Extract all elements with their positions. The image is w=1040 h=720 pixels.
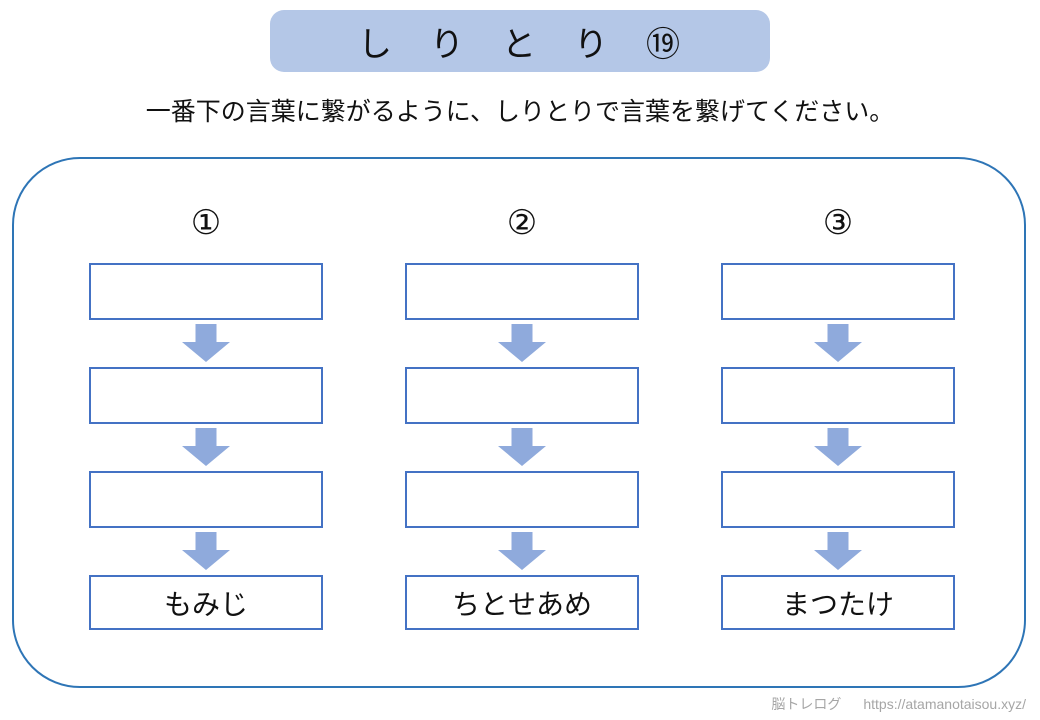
footer-url: https://atamanotaisou.xyz/ [863,696,1026,712]
goal-word-box: もみじ [89,575,323,630]
down-arrow-icon [814,428,862,466]
word-input-box[interactable] [89,367,323,424]
down-arrow-icon [182,532,230,570]
goal-word-box: まつたけ [721,575,955,630]
goal-word: まつたけ [781,588,894,620]
down-arrow-icon [182,428,230,466]
goal-word: もみじ [163,588,248,620]
down-arrow-icon [814,532,862,570]
column-number: ② [506,204,538,242]
word-input-box[interactable] [405,471,639,528]
down-arrow-icon [498,428,546,466]
word-input-box[interactable] [721,367,955,424]
word-input-box[interactable] [721,471,955,528]
word-input-box[interactable] [89,263,323,320]
goal-word-box: ちとせあめ [405,575,639,630]
page-title: し り と り ⑲ [358,25,682,64]
shiritori-column-1: ① もみじ [89,199,323,630]
puzzle-panel: ① もみじ ② [12,157,1026,688]
word-input-box[interactable] [89,471,323,528]
down-arrow-icon [498,532,546,570]
down-arrow-icon [498,324,546,362]
title-banner: し り と り ⑲ [270,10,770,72]
shiritori-column-2: ② ちとせあめ [405,199,639,630]
instruction-text: 一番下の言葉に繋がるように、しりとりで言葉を繋げてください。 [145,98,895,126]
footer-site-name: 脳トレログ [771,696,842,712]
word-input-box[interactable] [405,263,639,320]
goal-word: ちとせあめ [451,588,592,620]
word-input-box[interactable] [405,367,639,424]
word-input-box[interactable] [721,263,955,320]
footer-credit: 脳トレログ https://atamanotaisou.xyz/ [771,694,1026,714]
column-number: ① [190,204,222,242]
shiritori-column-3: ③ まつたけ [721,199,955,630]
column-number: ③ [822,204,854,242]
down-arrow-icon [814,324,862,362]
down-arrow-icon [182,324,230,362]
